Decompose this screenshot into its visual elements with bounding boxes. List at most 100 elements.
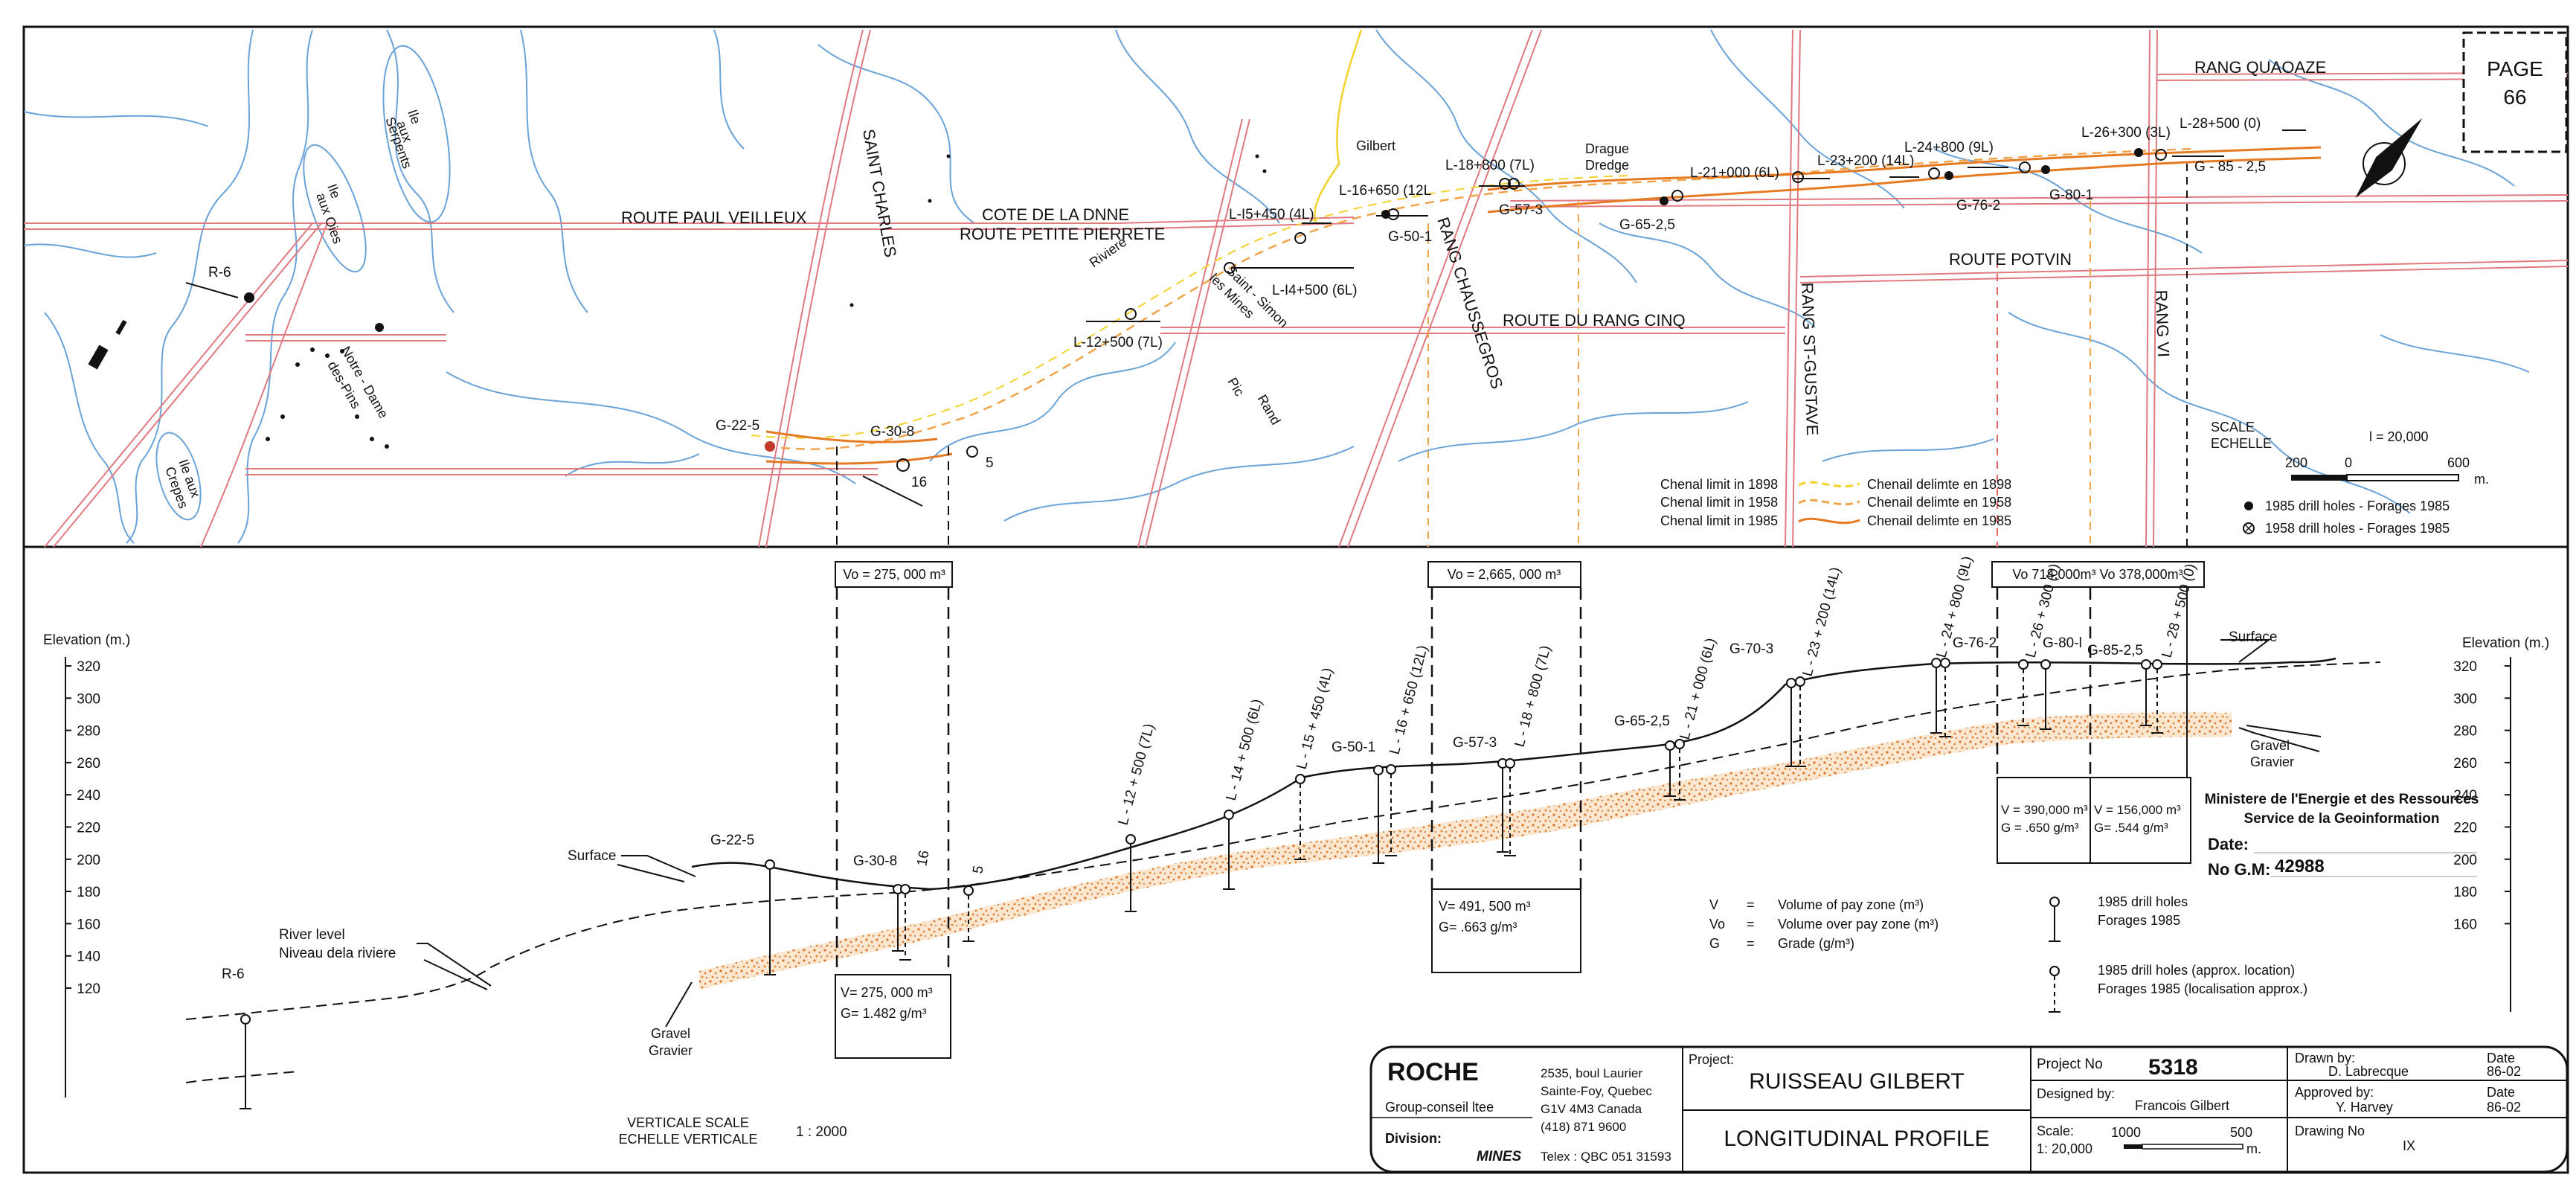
legend-label-fr: Chenail delimte en 1985 [1867, 513, 2011, 528]
volume-label: Vo = 275, 000 m³ [843, 567, 945, 582]
drawing-no-label: Drawing No [2295, 1124, 2365, 1138]
ministry-block: Ministere de l'Energie et des Ressources… [2205, 792, 2479, 879]
hole-legend-fr: Forages 1985 [2098, 913, 2180, 928]
roads [24, 29, 2569, 548]
hole-legend-en: 1985 drill holes [2098, 894, 2188, 909]
callout-river-en: River level [279, 927, 345, 943]
north-arrow: N [2355, 118, 2423, 198]
place-label: Pic [1225, 375, 1247, 399]
scale-tick: 500 [2230, 1125, 2252, 1140]
page-label: PAGE [2487, 57, 2543, 80]
axis-title-right: Elevation (m.) [2462, 635, 2549, 651]
sheet-border [22, 25, 2569, 1174]
grade-value: G= 1.482 g/m³ [841, 1006, 927, 1021]
callout-gravel-en: Gravel [651, 1026, 690, 1041]
designed-value: Francois Gilbert [2135, 1098, 2229, 1113]
def-text: Grade (g/m³) [1778, 936, 1854, 951]
hole-label: G-50-1 [1388, 229, 1432, 245]
hole-label: 16 [911, 475, 927, 490]
company-logo: ROCHE [1387, 1058, 1479, 1086]
axis-tick-label: 300 [77, 691, 100, 707]
section-label: G-57-3 [1453, 735, 1497, 751]
callout-surface-east: Surface [2229, 629, 2277, 645]
scale-label: Scale: [2037, 1124, 2074, 1138]
axis-tick-label: 280 [77, 724, 100, 740]
station-label: L-21+000 (6L) [1690, 165, 1779, 181]
date-value: 86-02 [2487, 1064, 2521, 1079]
axis-tick-label: 160 [2453, 917, 2477, 932]
grade-value: G = .650 g/m³ [2001, 821, 2079, 835]
station-label: L-18+800 (7L) [1445, 158, 1535, 173]
road-label: ROUTE DU RANG CINQ [1503, 311, 1686, 330]
channel-1898-upper [1314, 29, 1363, 224]
river-level-west [185, 1071, 298, 1083]
place-label: Drague [1585, 141, 1629, 156]
def-text: Volume over pay zone (m³) [1778, 917, 1939, 932]
axis-tick-label: 240 [77, 788, 100, 804]
axis-tick-label: 120 [77, 981, 100, 997]
def-symbol: G [1709, 936, 1720, 951]
grade-box [835, 974, 951, 1059]
symbol-label: 1958 drill holes - Forages 1985 [2265, 521, 2450, 536]
vertical-scale-ratio: 1 : 2000 [796, 1124, 847, 1140]
title-block: ROCHE Group-conseil ltee Division: MINES… [1369, 1045, 2569, 1173]
svg-text:N: N [2378, 155, 2390, 173]
tb-scale-fill [2124, 1144, 2142, 1149]
callout-surface: Surface [568, 848, 616, 864]
grade-box [1997, 777, 2191, 864]
hole-legend: 1985 drill holes Forages 1985 1985 drill… [2049, 894, 2307, 1013]
channel-1985-west [765, 430, 953, 465]
section-hole-collar [2040, 659, 2051, 670]
legend-swatch-1985 [1798, 517, 1860, 525]
legend-label-fr: Chenail delimte en 1898 [1867, 477, 2011, 492]
division-label: Division: [1385, 1131, 1442, 1146]
map-section: N PAGE 66 RANG QUAOAZE ROUTE PAUL VEILLE… [23, 29, 2569, 548]
road-label: ROUTE POTVIN [1949, 250, 2072, 269]
def-eq: = [1747, 897, 1755, 912]
address-line: G1V 4M3 Canada [1541, 1102, 1642, 1116]
ministry-gm-number: 42988 [2275, 856, 2325, 876]
hole-label: G-76-2 [1956, 198, 2000, 214]
place-label: Gilbert [1356, 138, 1395, 153]
callout-gravel-fr: Gravier [649, 1043, 693, 1058]
hole-label: G-57-3 [1499, 202, 1543, 218]
approved-value: Y. Harvey [2336, 1100, 2393, 1115]
axis-tick-label: 220 [77, 821, 100, 836]
scale-tick: 1000 [2111, 1125, 2141, 1140]
designed-label: Designed by: [2037, 1086, 2115, 1101]
section-label: L - 23 + 200 (14L) [1800, 565, 1844, 678]
channel-1898 [751, 175, 1630, 439]
place-labels: Ile aux Serpents Ile aux Oies Notre - Da… [162, 108, 1629, 510]
callout-river-fr: Niveau dela riviere [279, 946, 396, 961]
axis-tick-label: 320 [2453, 659, 2477, 675]
zone-dividers [835, 588, 2092, 975]
section-hole-collar [1786, 678, 1796, 688]
road-label: COTE DE LA DNNE [982, 205, 1129, 224]
scale-tick: 0 [2345, 455, 2352, 470]
section-label: L - 18 + 800 (7L) [1512, 644, 1555, 749]
axis-tick-label: 160 [77, 917, 100, 932]
address-line: 2535, boul Laurier [1541, 1066, 1642, 1080]
section-hole-collar [1665, 740, 1675, 751]
project-label: Project: [1689, 1052, 1734, 1067]
road-label: RANG ST-GUSTAVE [1798, 282, 1822, 436]
hole-labels: R-6 G-22-5 G-30-8 16 5 G-50-1 G-57-3 G-6… [208, 159, 2266, 490]
axis-tick-label: 300 [2453, 691, 2477, 707]
axis-tick-label: 200 [2453, 853, 2477, 868]
vertical-scale-fr: ECHELLE VERTICALE [619, 1132, 758, 1147]
drawn-value: D. Labrecque [2328, 1064, 2409, 1079]
axis-tick-label: 180 [77, 885, 100, 900]
address-line: Telex : QBC 051 31593 [1541, 1150, 1671, 1164]
grade-volume: V= 275, 000 m³ [841, 985, 933, 1000]
callout-gravel-east-en: Gravel [2250, 738, 2290, 753]
road-label: RANG CHAUSSEGROS [1433, 215, 1506, 391]
section-label: L - 16 + 650 (12L) [1387, 644, 1431, 756]
tb-scale-open [2142, 1144, 2243, 1150]
station-label: L-12+500 (7L) [1073, 335, 1163, 350]
axis-tick-label: 180 [2453, 885, 2477, 900]
legend-swatch-1958 [1798, 499, 1860, 506]
volume-label: Vo = 2,665, 000 m³ [1448, 567, 1561, 582]
road-label: ROUTE PETITE PIERRETE [960, 225, 1165, 243]
place-label: Dredge [1585, 158, 1629, 173]
